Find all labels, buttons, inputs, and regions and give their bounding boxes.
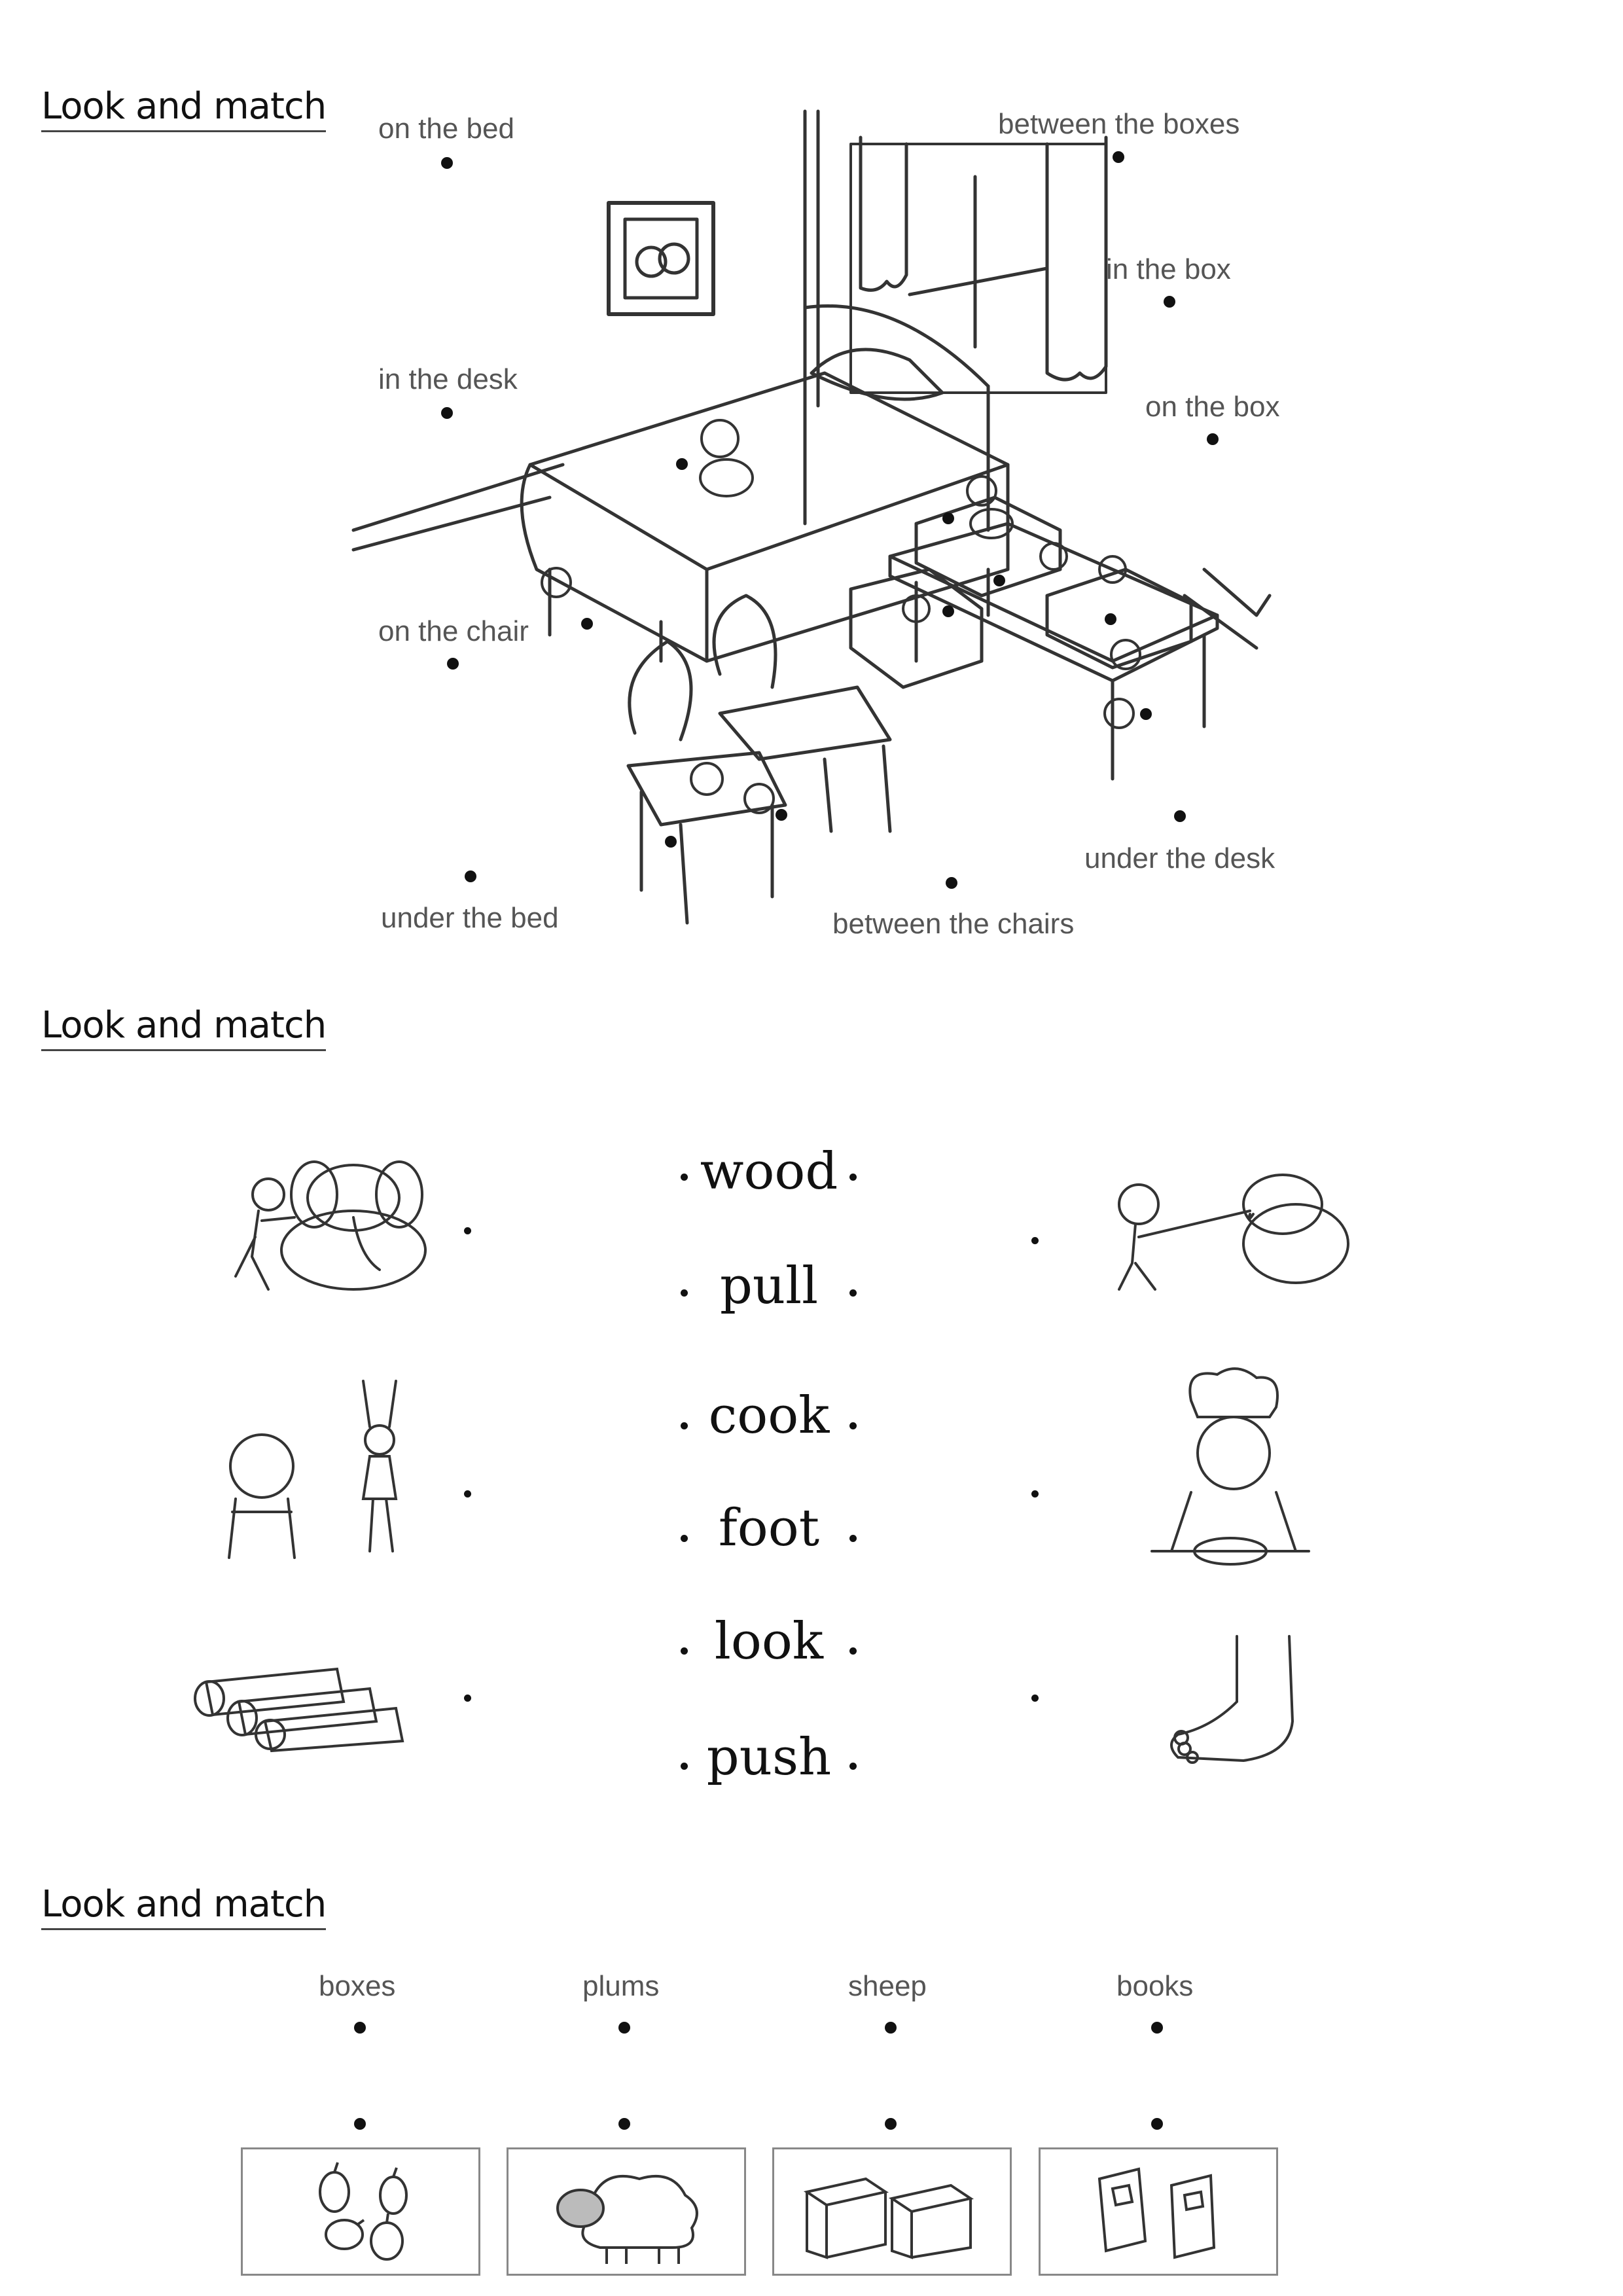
books-icon xyxy=(1097,2167,1216,2259)
scene-dot-under-desk[interactable] xyxy=(1140,708,1152,720)
word-foot-left-dot[interactable] xyxy=(681,1535,688,1542)
word-pull: pull xyxy=(719,1257,819,1316)
word-cook-right-dot[interactable] xyxy=(849,1422,857,1429)
scene-dot-chair[interactable] xyxy=(665,836,677,848)
label-boxes: boxes xyxy=(319,1970,396,2002)
sheep-icon xyxy=(556,2174,698,2264)
label-books: books xyxy=(1116,1970,1194,2002)
dot-on-the-chair[interactable] xyxy=(447,658,459,670)
left-dot-1[interactable] xyxy=(464,1227,471,1234)
word-pull-left-dot[interactable] xyxy=(681,1289,688,1297)
label-between-the-chairs: between the chairs xyxy=(832,908,1075,940)
scene-dot-bed[interactable] xyxy=(676,458,688,470)
word-cook: cook xyxy=(708,1386,830,1445)
word-wood-left-dot[interactable] xyxy=(681,1174,688,1181)
left-dot-3[interactable] xyxy=(464,1695,471,1702)
chef-cooking-icon xyxy=(1150,1367,1310,1566)
section1-heading: Look and match xyxy=(41,85,327,132)
word-cook-left-dot[interactable] xyxy=(681,1422,688,1429)
label-on-the-bed: on the bed xyxy=(378,113,514,145)
right-dot-1[interactable] xyxy=(1031,1237,1039,1244)
word-pull-right-dot[interactable] xyxy=(849,1289,857,1297)
logs-icon xyxy=(194,1667,404,1753)
label-sheep: sheep xyxy=(848,1970,927,2002)
section2-heading: Look and match xyxy=(41,1004,327,1051)
dot-under-the-desk[interactable] xyxy=(1174,810,1186,822)
label-on-the-box: on the box xyxy=(1145,391,1280,423)
label-under-the-desk: under the desk xyxy=(1084,842,1275,874)
foot-icon xyxy=(1170,1635,1294,1764)
scene-dot-drawer[interactable] xyxy=(942,605,954,617)
boy-looking-at-dancer-icon xyxy=(228,1380,398,1559)
label-under-the-bed: under the bed xyxy=(381,902,559,934)
label-in-the-desk: in the desk xyxy=(378,363,518,395)
card-dot-4[interactable] xyxy=(1151,2118,1163,2130)
boxes-icon xyxy=(803,2177,974,2259)
card-dot-2[interactable] xyxy=(618,2118,630,2130)
card-boxes xyxy=(772,2147,1012,2276)
section3-heading: Look and match xyxy=(41,1883,327,1930)
plums-icon xyxy=(319,2162,408,2261)
dot-in-the-desk[interactable] xyxy=(441,407,453,419)
word-wood: wood xyxy=(700,1142,838,1201)
dot-in-the-box[interactable] xyxy=(1164,296,1175,308)
scene-dot-box-top[interactable] xyxy=(942,512,954,524)
right-dot-3[interactable] xyxy=(1031,1695,1039,1702)
dot-between-the-boxes[interactable] xyxy=(1113,151,1124,163)
card-dot-1[interactable] xyxy=(354,2118,366,2130)
dot-on-the-bed[interactable] xyxy=(441,157,453,169)
boy-pulling-elephant-icon xyxy=(1118,1174,1349,1291)
card-books xyxy=(1039,2147,1278,2276)
scene-dot-between-boxes[interactable] xyxy=(993,575,1005,586)
word-look-left-dot[interactable] xyxy=(681,1647,688,1655)
card-plums xyxy=(241,2147,480,2276)
word-look-right-dot[interactable] xyxy=(849,1647,857,1655)
scene-dot-between-chairs[interactable] xyxy=(776,809,787,821)
card-sheep xyxy=(507,2147,746,2276)
dot-under-the-bed[interactable] xyxy=(465,870,476,882)
word-wood-right-dot[interactable] xyxy=(849,1174,857,1181)
bedroom-scene-illustration xyxy=(351,109,1272,925)
label-between-the-boxes: between the boxes xyxy=(998,108,1240,140)
word-foot: foot xyxy=(718,1499,820,1558)
word-push-right-dot[interactable] xyxy=(849,1763,857,1770)
dot-between-the-chairs[interactable] xyxy=(946,877,957,889)
label-on-the-chair: on the chair xyxy=(378,615,529,647)
card-dot-3[interactable] xyxy=(885,2118,897,2130)
word-push-left-dot[interactable] xyxy=(681,1763,688,1770)
word-dot-books[interactable] xyxy=(1151,2022,1163,2034)
word-push: push xyxy=(706,1728,832,1787)
right-dot-2[interactable] xyxy=(1031,1490,1039,1498)
scene-dot-in-box[interactable] xyxy=(1105,613,1116,625)
word-dot-plums[interactable] xyxy=(618,2022,630,2034)
word-foot-right-dot[interactable] xyxy=(849,1535,857,1542)
boy-pushing-elephant-icon xyxy=(234,1160,427,1291)
dot-on-the-box[interactable] xyxy=(1207,433,1219,445)
label-in-the-box: in the box xyxy=(1106,253,1231,285)
word-dot-sheep[interactable] xyxy=(885,2022,897,2034)
word-dot-boxes[interactable] xyxy=(354,2022,366,2034)
scene-dot-under-bed[interactable] xyxy=(581,618,593,630)
left-dot-2[interactable] xyxy=(464,1490,471,1498)
word-look: look xyxy=(714,1612,824,1671)
label-plums: plums xyxy=(582,1970,660,2002)
